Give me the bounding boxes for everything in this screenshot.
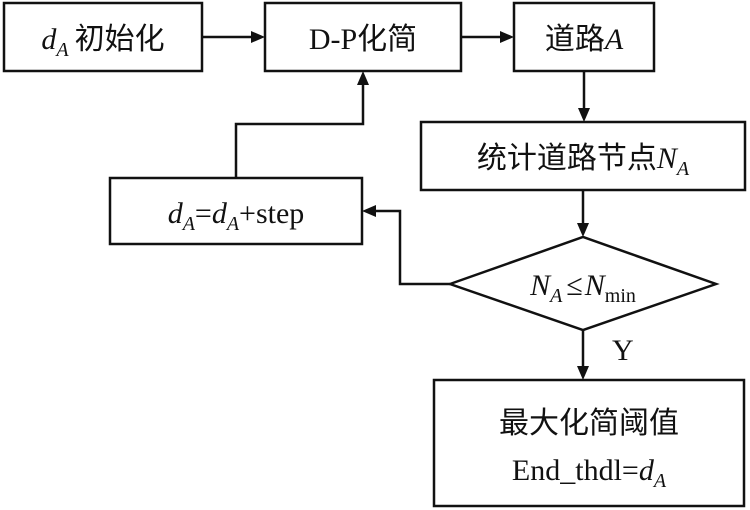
node-decision: NA≤Nmin <box>446 235 720 332</box>
node-result-box <box>432 378 746 508</box>
node-init: dA 初始化 <box>2 1 204 73</box>
decision-op: ≤ <box>566 269 582 302</box>
node-result: 最大化简阈值 End_thdl=dA <box>432 378 746 508</box>
count-var-sub: A <box>675 158 690 180</box>
decision-lhs-sub: A <box>548 285 563 307</box>
node-dp: D-P化简 <box>263 1 463 73</box>
edge-road-to-count <box>578 71 590 122</box>
edge-init-to-dp-arrowhead <box>251 31 265 43</box>
node-count: 统计道路节点NA <box>419 120 747 192</box>
edge-init-to-dp <box>202 31 265 43</box>
init-var: d <box>41 23 57 56</box>
node-init-box <box>2 1 204 73</box>
node-count-box <box>419 120 747 192</box>
edge-road-to-count-arrowhead <box>578 108 590 122</box>
decision-lhs-var: N <box>529 269 552 302</box>
decision-rhs-var: N <box>584 269 607 302</box>
edge-update-to-dp <box>234 71 369 178</box>
edge-count-to-decision <box>577 190 589 237</box>
result-line2-prefix: End_thdl= <box>512 454 639 487</box>
edge-decision-to-update <box>362 205 450 286</box>
init-var-sub: A <box>54 39 69 61</box>
edge-dp-to-road <box>461 31 514 43</box>
node-update-label: dA=dA+step <box>168 197 305 235</box>
node-road: 道路A <box>512 1 656 73</box>
result-line2-sub: A <box>652 470 667 492</box>
decision-rhs-sub: min <box>605 285 636 307</box>
count-text: 统计道路节点 <box>477 142 657 175</box>
count-var: N <box>656 142 679 175</box>
node-result-line1: 最大化简阈值 <box>499 407 679 440</box>
road-text: 道路 <box>545 23 605 56</box>
edge-update-to-dp-arrowhead <box>357 71 369 85</box>
node-decision-label: NA≤Nmin <box>529 269 636 307</box>
edge-decision-to-update-line <box>374 209 450 286</box>
edge-decision-to-update-arrowhead <box>362 205 376 217</box>
update-eq: = <box>195 197 212 230</box>
node-result-line2: End_thdl=dA <box>512 454 667 492</box>
edge-dp-to-road-arrowhead <box>500 31 514 43</box>
update-rhs-var: d <box>212 197 228 230</box>
edge-decision-to-result: Y <box>577 330 634 380</box>
node-update-box <box>108 176 364 246</box>
node-count-label: 统计道路节点NA <box>477 142 690 180</box>
update-lhs-sub: A <box>181 213 196 235</box>
node-update: dA=dA+step <box>108 176 364 246</box>
update-rhs-sub: A <box>225 213 240 235</box>
node-dp-label: D-P化简 <box>309 23 417 56</box>
edge-count-to-decision-arrowhead <box>577 223 589 237</box>
update-rhs-tail: +step <box>239 197 304 230</box>
node-decision-diamond <box>446 235 720 332</box>
road-var: A <box>603 23 624 56</box>
result-line2-var: d <box>639 454 655 487</box>
edge-yes-label: Y <box>612 334 634 367</box>
edge-decision-to-result-arrowhead <box>577 366 589 380</box>
edge-update-to-dp-line <box>234 83 365 178</box>
node-init-label: dA 初始化 <box>41 23 164 61</box>
node-road-label: 道路A <box>545 23 624 56</box>
update-lhs-var: d <box>168 197 184 230</box>
init-text: 初始化 <box>75 23 165 56</box>
